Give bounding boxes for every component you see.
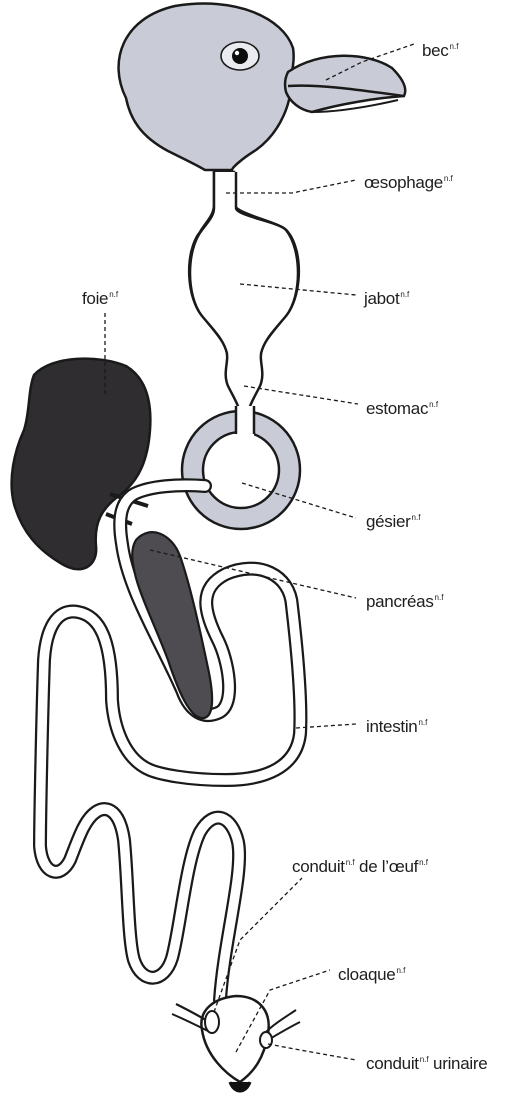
eye-highlight <box>235 51 239 55</box>
label-gesier-marker: n.f <box>412 513 421 522</box>
label-estomac: estomacn.f <box>366 395 438 419</box>
label-bec-text: bec <box>422 41 449 60</box>
eye-pupil <box>232 48 248 64</box>
leader-oesophage <box>226 180 356 193</box>
bird-head <box>119 4 406 170</box>
head-shape <box>119 4 294 170</box>
label-oesophage-marker: n.f <box>444 174 453 183</box>
label-cloaque: cloaquen.f <box>338 961 405 985</box>
label-foie-marker: n.f <box>109 290 118 299</box>
label-foie: foien.f <box>82 285 118 309</box>
label-estomac-text: estomac <box>366 399 428 418</box>
label-conduit-oeuf: conduitn.f de l’œufn.f <box>292 853 428 877</box>
label-oesophage: œsophagen.f <box>364 169 453 193</box>
label-intestin: intestinn.f <box>366 713 427 737</box>
label-conduit-oeuf-text2: de l’œuf <box>355 857 418 876</box>
label-intestin-marker: n.f <box>418 718 427 727</box>
label-oesophage-text: œsophage <box>364 173 443 192</box>
beak-shape <box>285 56 405 112</box>
gizzard-lumen <box>203 432 279 508</box>
label-gesier: gésiern.f <box>366 508 420 532</box>
label-intestin-text: intestin <box>366 717 417 736</box>
label-cloaque-marker: n.f <box>396 966 405 975</box>
crop-outline <box>190 172 298 412</box>
label-bec-marker: n.f <box>450 42 459 51</box>
label-cloaque-text: cloaque <box>338 965 395 984</box>
leader-estomac <box>244 386 358 404</box>
label-conduit-oeuf-marker: n.f <box>346 858 355 867</box>
label-gesier-text: gésier <box>366 512 411 531</box>
cloaca-group <box>172 996 300 1091</box>
cloaca <box>201 996 268 1082</box>
label-jabot-marker: n.f <box>400 290 409 299</box>
label-estomac-marker: n.f <box>429 400 438 409</box>
label-bec: becn.f <box>422 37 458 61</box>
liver <box>12 359 151 570</box>
label-pancreas-text: pancréas <box>366 592 434 611</box>
label-foie-text: foie <box>82 289 108 308</box>
label-conduit-oeuf-marker2: n.f <box>419 858 428 867</box>
leader-conduit-urinaire <box>268 1044 356 1060</box>
label-jabot: jabotn.f <box>364 285 409 309</box>
label-conduit-urinaire-text2: urinaire <box>429 1054 488 1073</box>
label-pancreas-marker: n.f <box>435 593 444 602</box>
label-jabot-text: jabot <box>364 289 399 308</box>
label-conduit-urinaire-text: conduit <box>366 1054 419 1073</box>
label-conduit-urinaire-marker: n.f <box>420 1055 429 1064</box>
label-conduit-urinaire: conduitn.f urinaire <box>366 1050 487 1074</box>
label-conduit-oeuf-text: conduit <box>292 857 345 876</box>
label-pancreas: pancréasn.f <box>366 588 443 612</box>
urinary-duct <box>266 1010 296 1032</box>
